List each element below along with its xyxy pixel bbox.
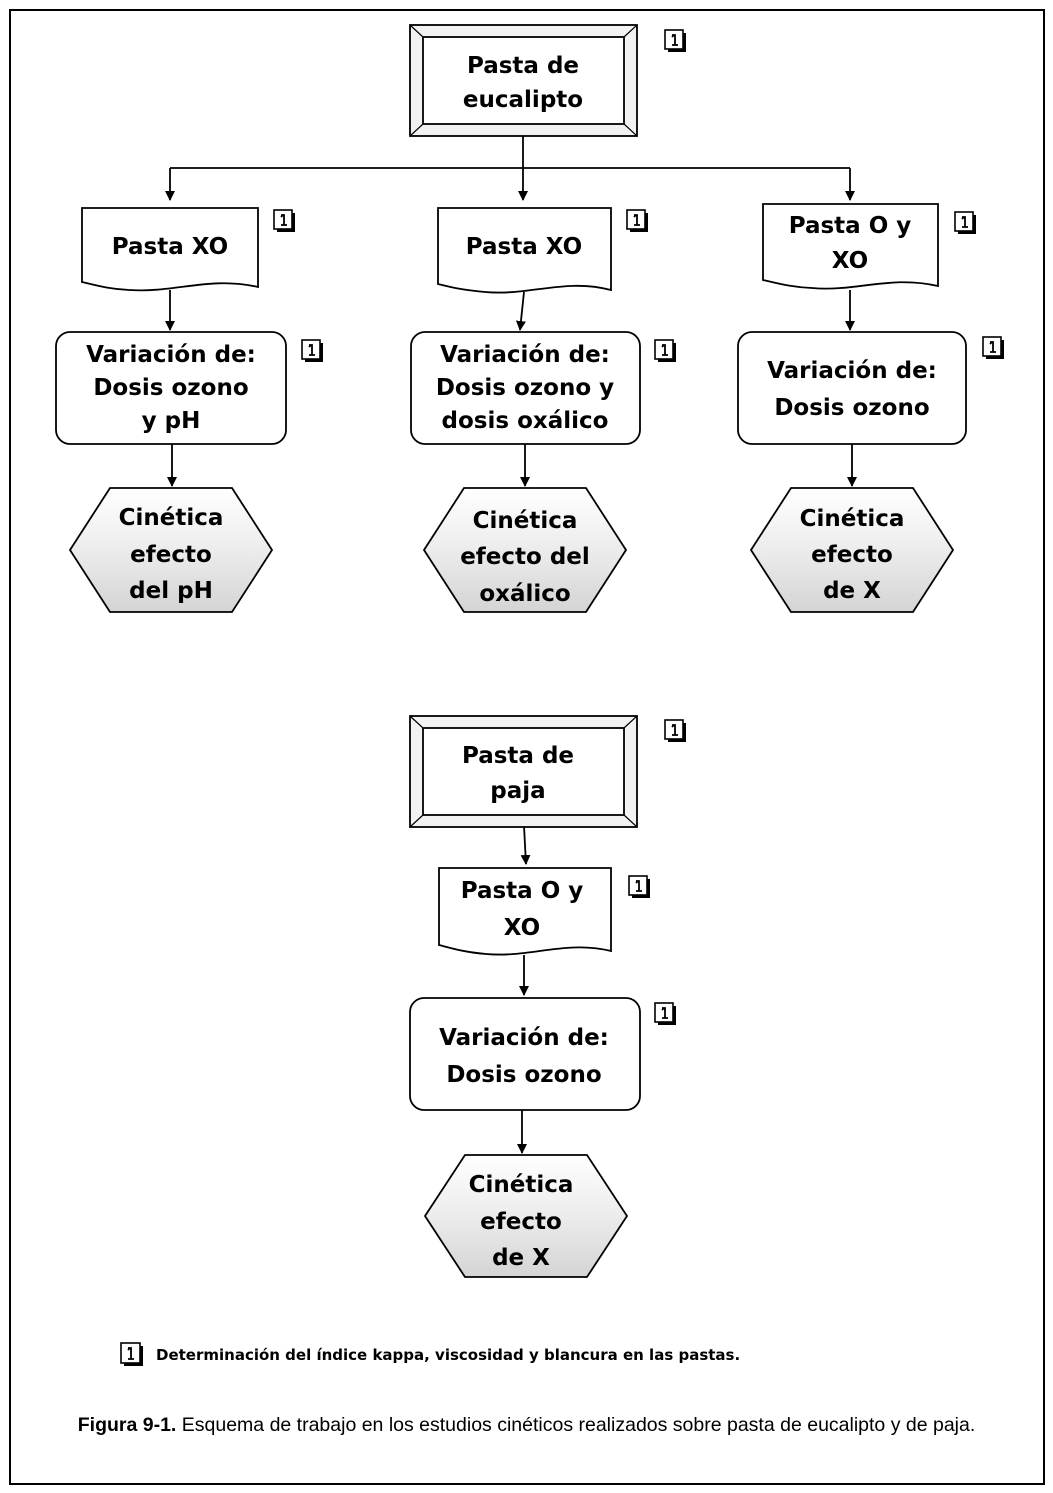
node-label-line: Pasta XO bbox=[466, 234, 582, 260]
caption-label: Figura 9-1. bbox=[77, 1414, 177, 1436]
node-label-line: efecto bbox=[130, 542, 212, 568]
node-label-line: de X bbox=[492, 1245, 550, 1271]
node-label-line: Pasta XO bbox=[112, 234, 228, 260]
node-label-line: XO bbox=[504, 915, 540, 941]
note-1-icon bbox=[654, 1002, 677, 1026]
node-label-line: Variación de: bbox=[767, 358, 937, 384]
variation-node-2: Variación de: Dosis ozono y dosis oxálic… bbox=[410, 331, 641, 445]
node-label-line: Dosis ozono y bbox=[436, 375, 614, 401]
variation-node-paja: Variación de: Dosis ozono bbox=[409, 997, 641, 1111]
connector bbox=[520, 825, 531, 865]
node-label-line: Cinética bbox=[119, 505, 224, 531]
node-label-line: efecto bbox=[811, 542, 893, 568]
node-label-line: oxálico bbox=[479, 581, 570, 607]
node-label-line: Variación de: bbox=[439, 1025, 609, 1051]
node-label-line: Pasta O y bbox=[461, 878, 584, 904]
variation-node-1: Variación de: Dosis ozono y pH bbox=[55, 331, 287, 445]
caption-text: Esquema de trabajo en los estudios cinét… bbox=[181, 1414, 976, 1436]
note-1-icon bbox=[120, 1342, 143, 1366]
node-label-line: de X bbox=[823, 578, 881, 604]
node-label-line: Dosis ozono bbox=[774, 395, 929, 421]
node-label-line: Dosis ozono bbox=[446, 1062, 601, 1088]
source-node-eucalipto: Pasta de eucalipto bbox=[409, 24, 638, 137]
variation-node-3: Variación de: Dosis ozono bbox=[737, 331, 967, 445]
note-1-icon bbox=[628, 875, 651, 899]
result-node-ph: Cinética efecto del pH bbox=[68, 487, 274, 613]
source-node-paja: Pasta de paja bbox=[409, 715, 638, 828]
node-label-line: Pasta de bbox=[467, 53, 579, 79]
result-node-x-paja: Cinética efecto de X bbox=[423, 1154, 629, 1278]
legend: Determinación del índice kappa, viscosid… bbox=[120, 1342, 740, 1368]
node-label-line: del pH bbox=[129, 578, 213, 604]
node-label-line: Cinética bbox=[800, 506, 905, 532]
note-1-icon bbox=[982, 336, 1005, 360]
note-1-icon bbox=[626, 209, 649, 233]
pulp-node-xo-1: Pasta XO bbox=[81, 207, 259, 292]
node-label-line: paja bbox=[490, 778, 545, 804]
node-label-line: Pasta O y bbox=[789, 213, 912, 239]
legend-text: Determinación del índice kappa, viscosid… bbox=[156, 1346, 741, 1364]
note-1-icon bbox=[664, 719, 687, 743]
node-label-line: Cinética bbox=[473, 508, 578, 534]
node-label-line: XO bbox=[832, 248, 868, 274]
pulp-node-o-xo: Pasta O y XO bbox=[762, 203, 939, 290]
node-label-line: Cinética bbox=[469, 1172, 574, 1198]
node-label-line: efecto bbox=[480, 1209, 562, 1235]
connector bbox=[515, 291, 526, 331]
pulp-node-xo-2: Pasta XO bbox=[437, 207, 612, 294]
node-label-line: Pasta de bbox=[462, 743, 574, 769]
pulp-node-o-xo-paja: Pasta O y XO bbox=[438, 867, 612, 956]
note-1-icon bbox=[664, 29, 687, 53]
node-label-line: dosis oxálico bbox=[442, 408, 609, 434]
note-1-icon bbox=[654, 339, 677, 363]
result-node-x-eucalipto: Cinética efecto de X bbox=[749, 487, 955, 613]
note-1-icon bbox=[954, 211, 977, 235]
note-1-icon bbox=[301, 339, 324, 363]
note-1-icon bbox=[273, 209, 296, 233]
node-label-line: eucalipto bbox=[463, 87, 583, 113]
node-label-line: y pH bbox=[142, 408, 201, 434]
result-node-oxalico: Cinética efecto del oxálico bbox=[422, 487, 628, 613]
node-label-line: Variación de: bbox=[86, 342, 256, 368]
node-label-line: efecto del bbox=[460, 544, 590, 570]
figure-caption: Figura 9-1. Esquema de trabajo en los es… bbox=[60, 1412, 993, 1438]
node-label-line: Variación de: bbox=[440, 342, 610, 368]
node-label-line: Dosis ozono bbox=[93, 375, 248, 401]
